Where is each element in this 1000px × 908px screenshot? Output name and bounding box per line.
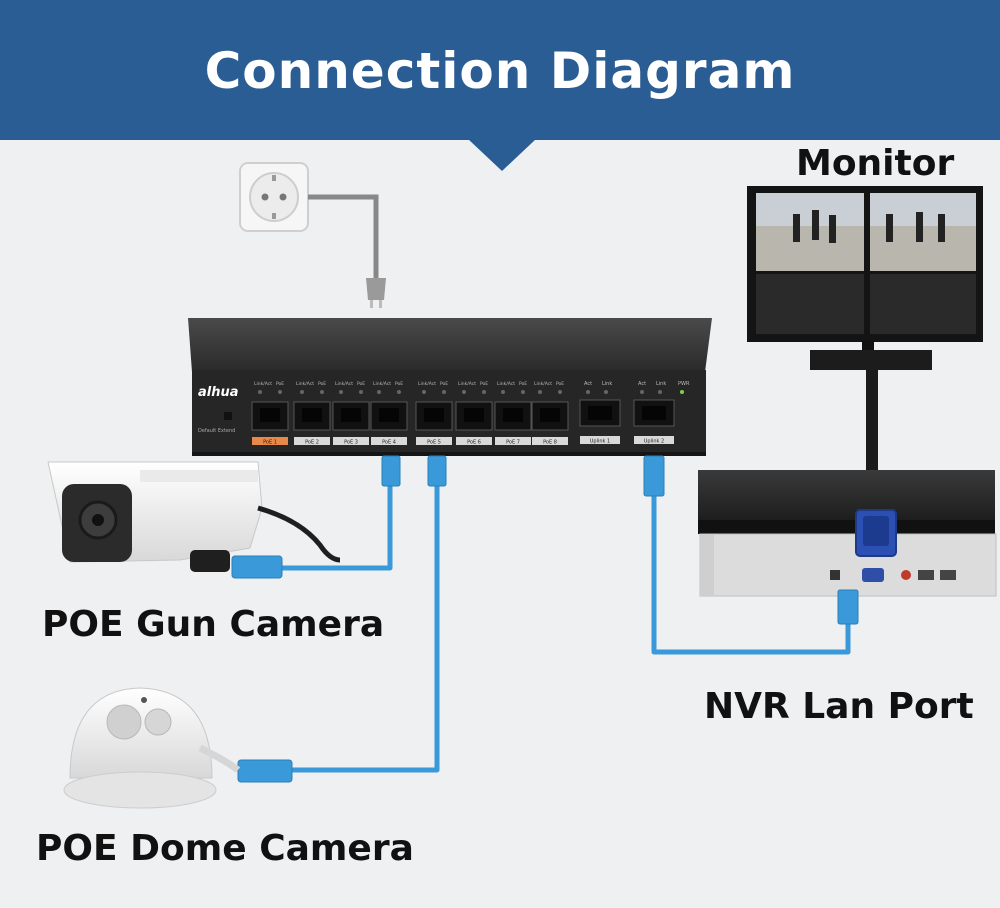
port-label: PoE 8 (543, 440, 557, 446)
uplink-led-label: PWR (678, 381, 690, 387)
port-label-bg (532, 437, 568, 445)
power-plug-icon (366, 278, 386, 308)
port-led (397, 390, 401, 394)
led-label: PoE (480, 381, 488, 387)
port-socket (503, 408, 523, 422)
port-socket (260, 408, 280, 422)
dome-camera-label: POE Dome Camera (36, 828, 414, 869)
port-label: PoE 1 (263, 440, 277, 446)
power-cable (308, 194, 379, 280)
page-title: Connection Diagram (204, 42, 796, 100)
port-label: PoE 4 (382, 440, 396, 446)
port-label-bg (294, 437, 330, 445)
port-led (462, 390, 466, 394)
port-socket (642, 406, 666, 420)
port-led (377, 390, 381, 394)
dome-camera-icon (63, 687, 241, 809)
port-led (558, 390, 562, 394)
port-led (359, 390, 363, 394)
cable-gun-camera (280, 478, 393, 571)
network-cables (280, 478, 851, 773)
led-label: Link/Act (418, 381, 436, 387)
port-socket (464, 408, 484, 422)
led-label: Link/Act (254, 381, 272, 387)
port-led (501, 390, 505, 394)
uplink-led (640, 390, 644, 394)
led-label: PoE (519, 381, 527, 387)
uplink-led-label: Act (584, 381, 592, 387)
monitor-icon (747, 186, 983, 520)
uplink-led-label: Link (602, 381, 612, 387)
uplink-led-label: Act (638, 381, 646, 387)
port-label-bg (416, 437, 452, 445)
port-label-bg (371, 437, 407, 445)
led-label: Link/Act (296, 381, 314, 387)
port-socket (341, 408, 361, 422)
uplink-label: Uplink 2 (644, 439, 664, 445)
port-led (521, 390, 525, 394)
uplink-led-label: Link (656, 381, 666, 387)
port-label-bg (252, 437, 288, 445)
led-label: Link/Act (497, 381, 515, 387)
led-label: Link/Act (373, 381, 391, 387)
poe-switch (188, 318, 712, 456)
port-led (339, 390, 343, 394)
led-label: Link/Act (335, 381, 353, 387)
uplink-led (604, 390, 608, 394)
port-led (278, 390, 282, 394)
gun-camera-icon (47, 461, 341, 572)
reset-label: Default Extend (198, 428, 235, 434)
port-label-bg (495, 437, 531, 445)
led-label: PoE (440, 381, 448, 387)
uplink-led (586, 390, 590, 394)
banner-pointer (468, 139, 536, 171)
port-led (422, 390, 426, 394)
port-led (538, 390, 542, 394)
port-socket (379, 408, 399, 422)
monitor-label: Monitor (796, 143, 955, 184)
port-led (300, 390, 304, 394)
led-label: PoE (556, 381, 564, 387)
port-label: PoE 2 (305, 440, 319, 446)
reset-button (224, 412, 232, 420)
led-label: PoE (318, 381, 326, 387)
led-label: PoE (357, 381, 365, 387)
port-socket (588, 406, 612, 420)
led-label: PoE (276, 381, 284, 387)
port-led (258, 390, 262, 394)
port-led (482, 390, 486, 394)
led-label: Link/Act (458, 381, 476, 387)
nvr-recorder-icon (698, 470, 997, 597)
uplink-label-bg (580, 436, 620, 444)
port-socket (302, 408, 322, 422)
title-banner (0, 0, 1000, 140)
port-led (320, 390, 324, 394)
uplink-led (680, 390, 684, 394)
port-label: PoE 5 (427, 440, 441, 446)
port-socket (424, 408, 444, 422)
uplink-label: Uplink 1 (590, 439, 610, 445)
port-led (442, 390, 446, 394)
power-socket-icon (239, 162, 309, 232)
port-label: PoE 7 (506, 440, 520, 446)
port-label-bg (333, 437, 369, 445)
gun-camera-label: POE Gun Camera (42, 604, 385, 645)
led-label: PoE (395, 381, 403, 387)
port-label: PoE 3 (344, 440, 358, 446)
rj45-connectors (231, 455, 859, 783)
port-label-bg (456, 437, 492, 445)
uplink-label-bg (634, 436, 674, 444)
brand-logo: alhua (198, 385, 239, 400)
cable-nvr (651, 495, 851, 655)
uplink-led (658, 390, 662, 394)
nvr-port-label: NVR Lan Port (704, 686, 974, 727)
led-label: Link/Act (534, 381, 552, 387)
port-label: PoE 6 (467, 440, 481, 446)
port-socket (540, 408, 560, 422)
cable-dome-camera (290, 482, 440, 773)
